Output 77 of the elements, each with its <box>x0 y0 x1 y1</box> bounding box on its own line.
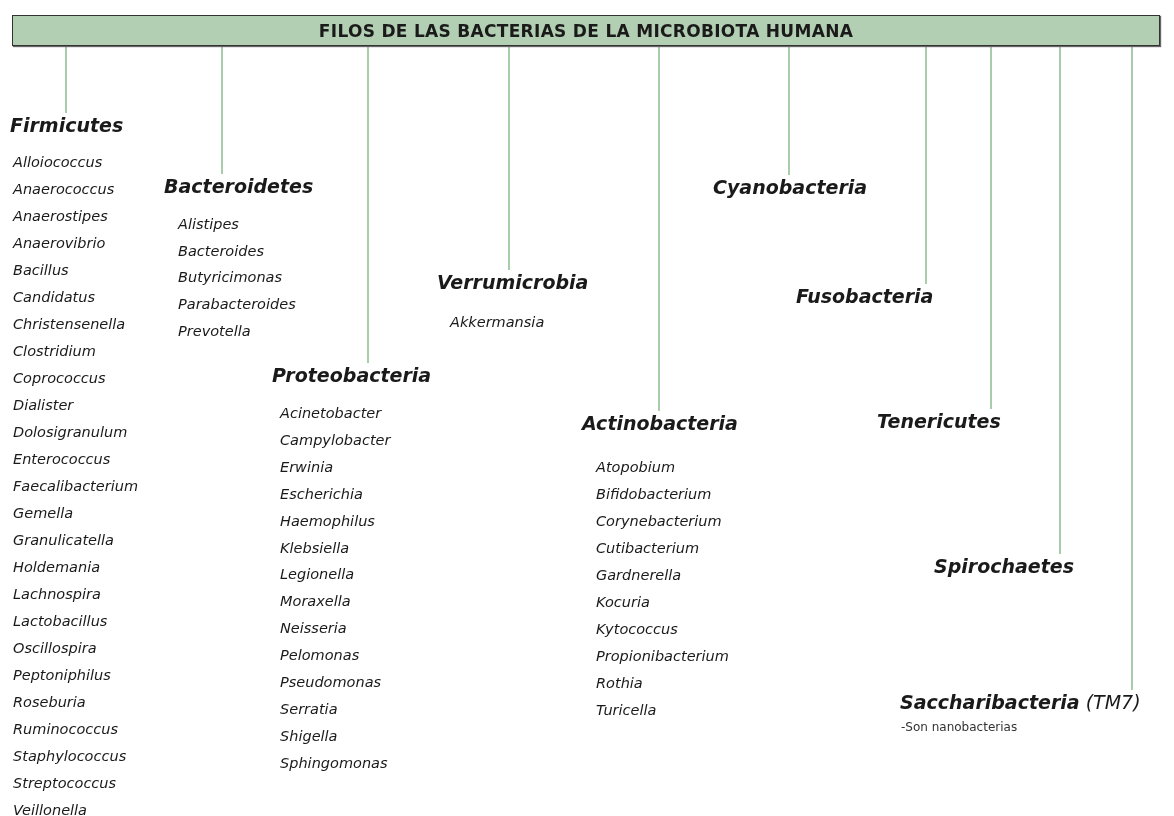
genus-name: Faecalibacterium <box>13 477 139 496</box>
genus-name: Corynebacterium <box>596 512 722 531</box>
genus-name: Akkermansia <box>450 313 545 332</box>
genus-name: Anaerostipes <box>13 207 108 226</box>
genus-name: Moraxella <box>280 592 351 612</box>
genus-name: Candidatus <box>13 288 95 307</box>
genus-name: Kytococcus <box>596 620 678 639</box>
genus-name: Bifidobacterium <box>596 485 712 504</box>
genus-name: Oscillospira <box>13 639 97 658</box>
phylum-heading: Spirochaetes <box>934 554 1074 578</box>
genus-name: Peptoniphilus <box>13 666 111 685</box>
genus-name: Legionella <box>280 565 355 585</box>
genus-name: Bacteroides <box>178 241 264 261</box>
genus-name: Veillonella <box>13 801 87 816</box>
genus-name: Bacillus <box>13 261 69 280</box>
phylum-heading: Firmicutes <box>10 113 124 137</box>
connector-line <box>367 45 369 364</box>
connector-line <box>990 45 992 410</box>
genus-name: Shigella <box>280 726 338 746</box>
genus-name: Enterococcus <box>13 450 111 469</box>
connector-line <box>221 45 223 175</box>
genus-name: Rothia <box>596 674 643 693</box>
genus-name: Dolosigranulum <box>13 423 128 442</box>
genus-name: Parabacteroides <box>178 295 296 315</box>
connector-line <box>788 45 790 176</box>
genus-name: Haemophilus <box>280 511 375 531</box>
phylum-heading: Verrumicrobia <box>437 270 589 294</box>
genus-name: Anaerovibrio <box>13 234 106 253</box>
genus-name: Streptococcus <box>13 774 117 793</box>
genus-name: Gardnerella <box>596 566 682 585</box>
genus-name: Gemella <box>13 504 74 523</box>
genus-name: Dialister <box>13 396 74 415</box>
genus-name: Pseudomonas <box>280 673 382 692</box>
genus-name: Holdemania <box>13 558 101 577</box>
connector-line <box>658 45 660 412</box>
genus-name: Turicella <box>596 701 657 720</box>
genus-name: Serratia <box>280 699 338 719</box>
genus-name: Neisseria <box>280 619 347 639</box>
connector-line <box>925 45 927 285</box>
genus-name: Alloiococcus <box>13 153 103 172</box>
genus-name: Campylobacter <box>280 430 391 450</box>
genus-name: Erwinia <box>280 457 334 477</box>
phylum-heading: Saccharibacteria (TM7) <box>900 690 1141 714</box>
phylum-heading: Proteobacteria <box>272 363 432 387</box>
genus-name: Coprococcus <box>13 369 106 388</box>
genus-name: Clostridium <box>13 342 96 361</box>
genus-name: Roseburia <box>13 693 86 712</box>
genus-name: Cutibacterium <box>596 539 699 558</box>
genus-name: Klebsiella <box>280 538 350 558</box>
genus-name: Alistipes <box>178 215 239 234</box>
connector-line <box>1131 45 1133 691</box>
genus-name: Lactobacillus <box>13 612 108 631</box>
note-text: -Son nanobacterias <box>901 720 1018 734</box>
connector-line <box>508 45 510 271</box>
genus-name: Ruminococcus <box>13 720 118 739</box>
genus-name: Propionibacterium <box>596 647 729 666</box>
genus-name: Staphylococcus <box>13 747 127 766</box>
genus-name: Lachnospira <box>13 585 101 604</box>
phylum-heading: Actinobacteria <box>582 411 738 435</box>
genus-name: Granulicatella <box>13 531 114 550</box>
phylum-heading: Fusobacteria <box>796 284 934 308</box>
connector-line <box>1059 45 1061 555</box>
genus-name: Atopobium <box>596 458 676 477</box>
genus-name: Acinetobacter <box>280 404 382 423</box>
genus-name: Pelomonas <box>280 646 360 666</box>
genus-name: Christensenella <box>13 315 126 334</box>
genus-name: Anaerococcus <box>13 180 115 199</box>
genus-name: Kocuria <box>596 593 650 612</box>
title-banner: FILOS DE LAS BACTERIAS DE LA MICROBIOTA HUMANA <box>12 15 1160 46</box>
genus-name: Butyricimonas <box>178 268 283 288</box>
genus-name: Escherichia <box>280 484 363 504</box>
connector-line <box>65 45 67 114</box>
phylum-heading: Cyanobacteria <box>713 175 868 199</box>
phylum-heading: Tenericutes <box>877 409 1001 433</box>
genus-name: Sphingomonas <box>280 753 388 773</box>
phylum-heading: Bacteroidetes <box>164 174 314 198</box>
genus-name: Prevotella <box>178 321 251 341</box>
